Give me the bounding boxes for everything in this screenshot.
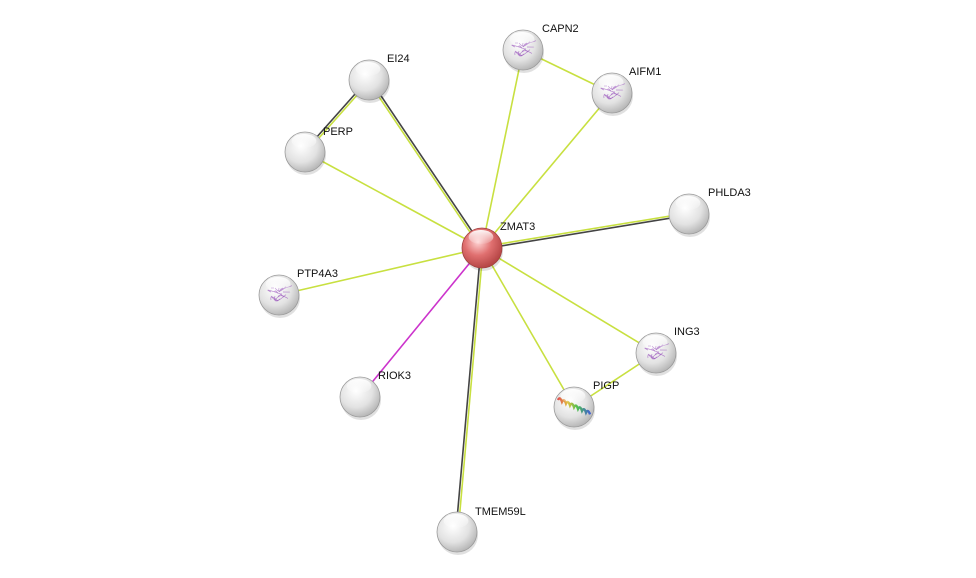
- node-gloss: [291, 134, 317, 148]
- node-perp[interactable]: PERP: [284, 126, 353, 175]
- node-gloss: [509, 32, 535, 46]
- node-gloss: [355, 62, 381, 76]
- edge-line: [369, 78, 484, 248]
- node-label: CAPN2: [542, 23, 579, 35]
- helix-structure-icon: [556, 397, 592, 416]
- edge-line: [457, 248, 484, 533]
- edge-line: [278, 247, 483, 296]
- edge-zmat3-phlda3: [481, 212, 690, 250]
- node-capn2[interactable]: CAPN2: [502, 23, 579, 73]
- edge-zmat3-pigp: [481, 247, 575, 408]
- edge-zmat3-ptp4a3: [278, 247, 483, 296]
- node-gloss: [675, 196, 701, 210]
- edge-zmat3-perp: [304, 151, 483, 249]
- edge-line: [304, 151, 483, 249]
- edge-line: [481, 247, 657, 354]
- node-label: PIGP: [593, 380, 619, 392]
- edge-line: [482, 214, 690, 250]
- node-aifm1[interactable]: AIFM1: [591, 66, 661, 116]
- node-ptp4a3[interactable]: PTP4A3: [258, 268, 338, 318]
- node-label: PTP4A3: [297, 268, 338, 280]
- edge-line: [455, 247, 482, 532]
- node-pigp[interactable]: PIGP: [553, 380, 619, 430]
- edge-line: [367, 80, 482, 250]
- node-label: PHLDA3: [708, 187, 751, 199]
- node-riok3[interactable]: RIOK3: [339, 370, 411, 420]
- node-label: AIFM1: [629, 66, 661, 78]
- edge-line: [481, 212, 689, 248]
- node-gloss: [598, 75, 624, 89]
- edge-zmat3-riok3: [359, 247, 483, 398]
- node-label: EI24: [387, 53, 410, 65]
- node-phlda3[interactable]: PHLDA3: [668, 187, 751, 237]
- edges-layer: [278, 49, 690, 533]
- edge-line: [481, 49, 524, 249]
- node-gloss: [346, 379, 372, 393]
- node-gloss: [443, 514, 469, 528]
- edge-zmat3-ei24: [367, 78, 484, 250]
- node-label: TMEM59L: [475, 506, 526, 518]
- node-gloss: [265, 277, 291, 291]
- node-label: PERP: [323, 126, 353, 138]
- edge-line: [481, 247, 575, 408]
- node-tmem59l[interactable]: TMEM59L: [436, 506, 526, 555]
- edge-line: [481, 92, 613, 249]
- node-gloss: [468, 230, 494, 244]
- node-gloss: [642, 335, 668, 349]
- node-ei24[interactable]: EI24: [348, 53, 410, 103]
- edge-line: [359, 247, 483, 398]
- edge-zmat3-ing3: [481, 247, 657, 354]
- node-ing3[interactable]: ING3: [635, 326, 700, 376]
- node-label: ING3: [674, 326, 700, 338]
- node-zmat3[interactable]: ZMAT3: [461, 221, 535, 271]
- node-label: ZMAT3: [500, 221, 535, 233]
- node-gloss: [560, 389, 586, 403]
- edge-zmat3-aifm1: [481, 92, 613, 249]
- edge-zmat3-tmem59l: [455, 247, 484, 533]
- edge-zmat3-capn2: [481, 49, 524, 249]
- node-label: RIOK3: [378, 370, 411, 382]
